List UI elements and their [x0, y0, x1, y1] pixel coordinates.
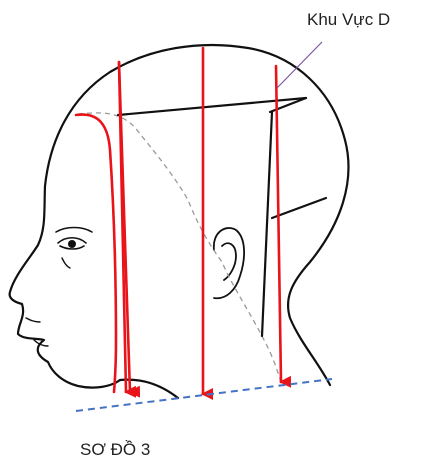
- parting-line-mid: [272, 198, 326, 218]
- leader-line: [277, 42, 322, 88]
- face-profile: [10, 186, 120, 388]
- front-section-curve: [76, 115, 116, 392]
- parting-lines: [118, 98, 326, 336]
- ear-icon: [214, 228, 244, 298]
- parting-line-vertical: [262, 112, 272, 336]
- section-dashed-line: [78, 113, 282, 386]
- zone-label: Khu Vực D: [307, 10, 390, 30]
- mouth-detail: [26, 258, 70, 346]
- down-arrow-icon: [276, 66, 281, 382]
- eye-icon: [56, 228, 92, 250]
- skull-outline: [45, 45, 348, 385]
- diagram-caption: SƠ ĐỒ 3: [80, 440, 150, 460]
- elevation-arrows: [119, 48, 281, 394]
